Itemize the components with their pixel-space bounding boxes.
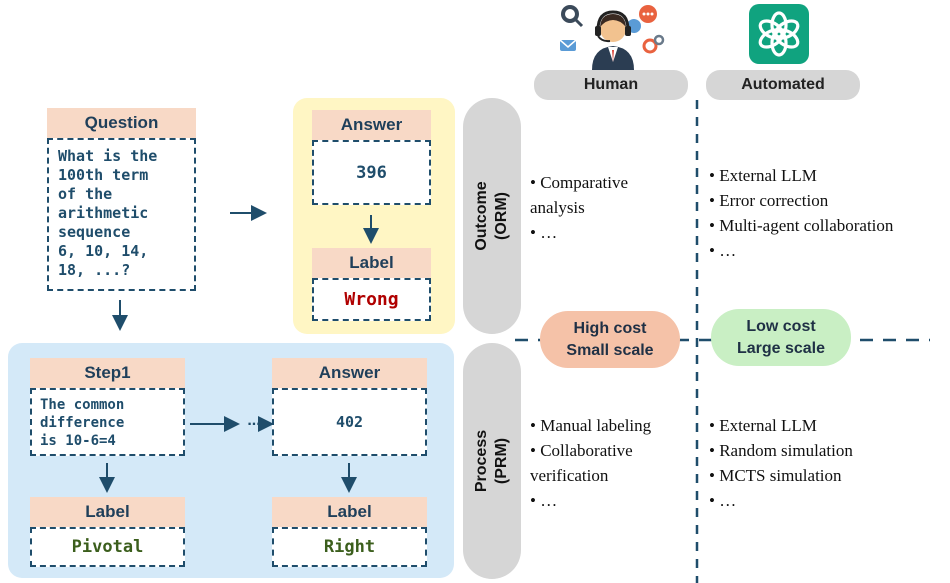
process-side-pill (463, 343, 521, 579)
outcome-side-pill (463, 98, 521, 334)
question-header: Question (47, 108, 196, 138)
right-label-header: Label (272, 497, 427, 527)
pivotal-label-header: Label (30, 497, 185, 527)
orm-answer-box: 396 (312, 140, 431, 205)
orm-label-header: Label (312, 248, 431, 278)
orm-human-methods: • Comparative analysis • … (530, 173, 629, 242)
prm-automated-methods: • External LLM • Random simulation • MCT… (709, 416, 853, 510)
prm-human-methods: • Manual labeling • Collaborative verifi… (530, 416, 652, 510)
openai-logo-icon (748, 3, 810, 65)
pivotal-label-box: Pivotal (30, 527, 185, 567)
question-box: What is the 100th term of the arithmetic… (47, 138, 196, 291)
orm-automated-methods: • External LLM • Error correction • Mult… (709, 166, 894, 260)
ellipsis-between-steps: ... (247, 412, 261, 429)
customer-support-agent-icon (558, 2, 668, 70)
prm-answer-header: Answer (272, 358, 427, 388)
prm-answer-box: 402 (272, 388, 427, 456)
orm-label-box: Wrong (312, 278, 431, 321)
step1-header: Step1 (30, 358, 185, 388)
automated-column-header: Automated (706, 70, 860, 100)
flow-arrows (99, 205, 379, 493)
human-column-header: Human (534, 70, 688, 100)
step1-box: The common difference is 10-6=4 (30, 388, 185, 456)
right-label-box: Right (272, 527, 427, 567)
orm-answer-header: Answer (312, 110, 431, 140)
